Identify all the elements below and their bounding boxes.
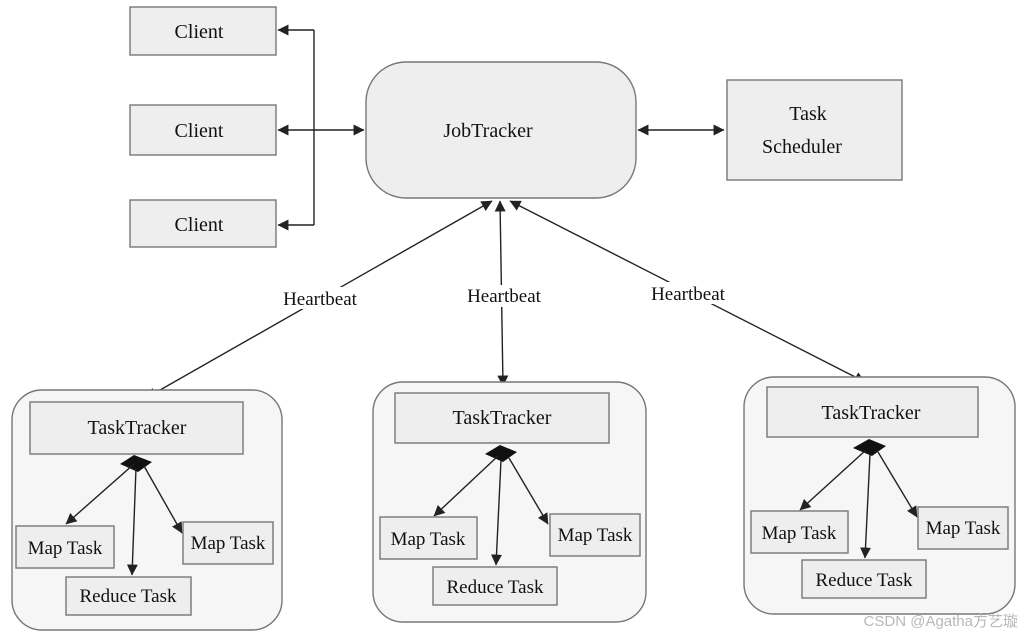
reduce-task-label-left: Reduce Task (80, 586, 177, 607)
map-task-box-left-1 (15, 525, 115, 569)
heartbeat-label-bg-1 (274, 287, 366, 309)
tasktracker-box-right (766, 386, 979, 438)
watermark-text: CSDN @Agatha方艺璇 (864, 613, 1018, 630)
task-scheduler-label-line2: Scheduler (762, 136, 842, 158)
map-task-box-middle-1 (379, 516, 478, 560)
map-task-label-left-2: Map Task (191, 533, 266, 554)
tasktracker-hub-left (120, 455, 152, 472)
tasktracker-label-left: TaskTracker (88, 417, 187, 439)
heartbeat-label-3: Heartbeat (651, 284, 726, 305)
arrow-right-map2 (877, 451, 918, 518)
reduce-task-box-left (65, 576, 192, 616)
arrow-middle-map1 (433, 455, 499, 517)
task-scheduler-label-line1: Task (789, 103, 826, 125)
reduce-task-box-middle (432, 566, 558, 606)
jobtracker-box (365, 61, 637, 199)
jobtracker-label: JobTracker (443, 120, 533, 142)
reduce-task-label-middle: Reduce Task (447, 577, 544, 598)
arrow-middle-reduce (491, 459, 502, 566)
arrow-right-reduce (860, 453, 871, 559)
heartbeat-label-1: Heartbeat (283, 289, 358, 310)
arrow-left-map2 (143, 465, 183, 534)
reduce-task-box-right (801, 559, 927, 599)
arrow-left-map1 (65, 463, 135, 525)
map-task-box-right-2 (917, 506, 1009, 550)
map-task-label-middle-2: Map Task (558, 525, 633, 546)
tasktracker-label-right: TaskTracker (822, 402, 921, 424)
tasktracker-group-left: TaskTracker Map Task Map Task Reduce Tas… (11, 389, 283, 631)
reduce-task-label-right: Reduce Task (816, 570, 913, 591)
heartbeat-label-bg-2 (456, 285, 552, 307)
map-task-label-right-2: Map Task (926, 518, 1001, 539)
tasktracker-box-middle (394, 392, 610, 444)
tasktracker-group-right: TaskTracker Map Task Map Task Reduce Tas… (743, 376, 1016, 615)
arrow-middle-map2 (508, 457, 549, 525)
map-task-box-right-1 (750, 510, 849, 554)
map-task-label-left-1: Map Task (28, 538, 103, 559)
tasktracker-hub-middle (485, 445, 517, 462)
client-label-1: Client (175, 21, 224, 43)
map-task-box-left-2 (182, 521, 274, 565)
task-scheduler-box (726, 79, 903, 181)
client-label-3: Client (175, 214, 224, 236)
client-box-1 (129, 6, 277, 56)
map-task-label-middle-1: Map Task (391, 529, 466, 550)
heartbeat-label-bg-3 (642, 282, 734, 304)
tasktracker-label-middle: TaskTracker (453, 407, 552, 429)
tasktracker-group-middle: TaskTracker Map Task Map Task Reduce Tas… (372, 381, 647, 623)
client-box-2 (129, 104, 277, 156)
client-label-2: Client (175, 120, 224, 142)
arrow-right-map1 (799, 449, 867, 511)
tasktracker-hub-right (853, 439, 886, 456)
map-task-label-right-1: Map Task (762, 523, 837, 544)
arrow-left-reduce (126, 467, 138, 576)
tasktracker-box-left (29, 401, 244, 455)
heartbeat-label-2: Heartbeat (467, 286, 542, 307)
map-task-box-middle-2 (549, 513, 641, 557)
